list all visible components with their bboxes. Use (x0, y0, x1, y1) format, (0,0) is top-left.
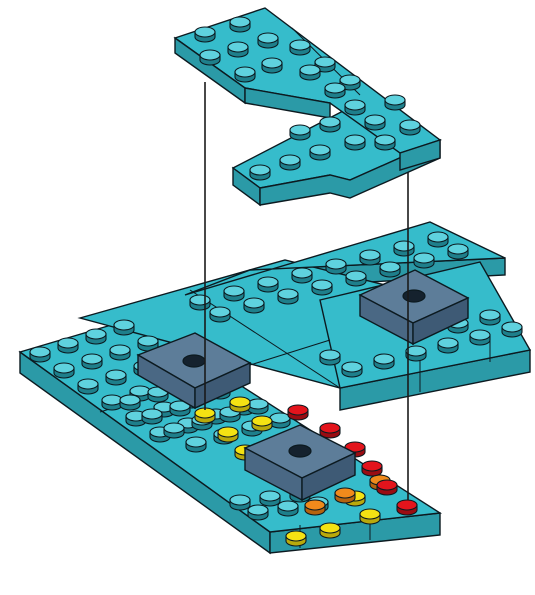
stud (300, 65, 320, 80)
stud (320, 117, 340, 132)
stud (262, 58, 282, 73)
stud (480, 310, 500, 325)
stud (470, 330, 490, 345)
stud (200, 50, 220, 65)
stud (110, 345, 130, 360)
stud (270, 413, 290, 428)
stud (278, 289, 298, 304)
stud (102, 395, 122, 410)
yellow-marker-stud (252, 416, 272, 431)
stud (78, 379, 98, 394)
stud (250, 165, 270, 180)
stud (86, 329, 106, 344)
stud (195, 27, 215, 42)
stud (385, 95, 405, 110)
stud (58, 338, 78, 353)
stud (414, 253, 434, 268)
stud (142, 409, 162, 424)
red-marker-stud (288, 405, 308, 420)
stud (230, 495, 250, 510)
stud (292, 268, 312, 283)
stud (448, 244, 468, 259)
stud (360, 250, 380, 265)
stud (280, 155, 300, 170)
orange-marker-stud (305, 500, 325, 515)
stud (106, 370, 126, 385)
stud (312, 280, 332, 295)
stud (375, 135, 395, 150)
stud (365, 115, 385, 130)
stud (30, 347, 50, 362)
yellow-marker-stud (360, 509, 380, 524)
stud (186, 437, 206, 452)
stud (400, 120, 420, 135)
stud (290, 125, 310, 140)
yellow-marker-stud (195, 408, 215, 423)
stud (342, 362, 362, 377)
stud (164, 423, 184, 438)
yellow-marker-stud (218, 427, 238, 442)
stud (248, 399, 268, 414)
stud (260, 491, 280, 506)
stud (428, 232, 448, 247)
red-marker-stud (377, 480, 397, 495)
yellow-marker-stud (320, 523, 340, 538)
stud (438, 338, 458, 353)
stud (290, 40, 310, 55)
stud (120, 395, 140, 410)
stud (394, 241, 414, 256)
stud (244, 298, 264, 313)
orange-marker-stud (335, 488, 355, 503)
stud (235, 67, 255, 82)
stud (406, 346, 426, 361)
stud (258, 33, 278, 48)
stud (278, 501, 298, 516)
stud (502, 322, 522, 337)
red-marker-stud (320, 423, 340, 438)
stud (82, 354, 102, 369)
stud (258, 277, 278, 292)
red-marker-stud (397, 500, 417, 515)
yellow-marker-stud (230, 397, 250, 412)
stud (345, 135, 365, 150)
stud (210, 307, 230, 322)
stud (325, 83, 345, 98)
stud (346, 271, 366, 286)
stud (380, 262, 400, 277)
stud (248, 505, 268, 520)
stud (228, 42, 248, 57)
stud (114, 320, 134, 335)
stud (230, 17, 250, 32)
yellow-marker-stud (286, 531, 306, 546)
red-marker-stud (362, 461, 382, 476)
stud (54, 363, 74, 378)
stud (310, 145, 330, 160)
stud (190, 295, 210, 310)
stud (224, 286, 244, 301)
stud (326, 259, 346, 274)
stud (320, 350, 340, 365)
stud (374, 354, 394, 369)
stud (345, 100, 365, 115)
